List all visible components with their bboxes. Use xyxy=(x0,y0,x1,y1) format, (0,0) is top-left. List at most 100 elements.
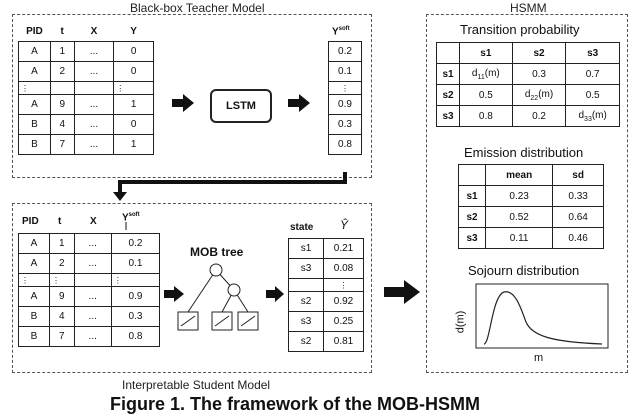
sojourn-plot xyxy=(475,283,609,349)
teacher-header-y: Y xyxy=(130,26,137,37)
cell xyxy=(458,164,486,186)
cell xyxy=(73,273,112,287)
table-row: s3 0.8 0.2 d33(m) xyxy=(436,105,620,127)
cell xyxy=(288,278,324,292)
cell: 9 xyxy=(48,286,75,307)
cell: ... xyxy=(73,41,115,62)
figure-caption: Figure 1. The framework of the MOB-HSMM xyxy=(110,394,481,414)
right-arrow-icon xyxy=(172,94,194,112)
cell: ... xyxy=(73,61,115,82)
cell: s1 xyxy=(458,185,486,207)
cell: ... xyxy=(73,326,112,347)
cell: ⋮ xyxy=(113,81,154,95)
cell: 0.1 xyxy=(110,253,161,274)
table-row: s1 d11(m) 0.3 0.7 xyxy=(436,63,620,85)
cell: s2 xyxy=(288,291,324,312)
right-arrow-icon xyxy=(384,280,420,304)
cell: 0.64 xyxy=(552,206,604,228)
cell: 0.46 xyxy=(552,227,604,249)
cell: s3 xyxy=(458,227,486,249)
table-row: s3 0.11 0.46 xyxy=(458,227,604,249)
student-model-title: Interpretable Student Model xyxy=(122,378,271,392)
teacher-model-title: Black-box Teacher Model xyxy=(130,1,265,15)
cell: 0 xyxy=(113,41,154,62)
table-row: B 4 ... 0 xyxy=(18,114,154,135)
cell: 0.25 xyxy=(323,311,364,332)
cell: A xyxy=(18,253,50,274)
cell: 0.5 xyxy=(565,84,620,106)
table-row: s1 0.23 0.33 xyxy=(458,185,604,207)
cell: d33(m) xyxy=(565,105,620,127)
cell: A xyxy=(18,94,51,115)
cell: 0.3 xyxy=(110,306,161,327)
cell: s2 xyxy=(511,42,567,64)
cell: ⋮ xyxy=(110,273,161,287)
teacher-ysoft-header: Ysoft xyxy=(332,26,350,37)
cell: 0.9 xyxy=(328,94,362,115)
cell: 0 xyxy=(113,61,154,82)
down-arrow-icon xyxy=(125,222,127,230)
student-model-box xyxy=(12,203,372,373)
cell: 1 xyxy=(48,233,75,254)
teacher-data-table: PID t X Y A 1 ... 0 A 2 ... 0 ⋮ ⋮ A 9 ..… xyxy=(18,22,154,155)
cell: s1 xyxy=(436,63,460,85)
cell: 1 xyxy=(113,94,154,115)
cell: 0.1 xyxy=(328,61,362,82)
table-row: B 7 ... 0.8 xyxy=(18,326,161,347)
cell: 0.8 xyxy=(328,134,362,155)
cell: 4 xyxy=(49,114,75,135)
table-row: s3 0.25 xyxy=(288,311,364,332)
cell: 1 xyxy=(113,134,154,155)
lstm-box: LSTM xyxy=(210,89,272,123)
cell: ... xyxy=(73,114,115,135)
cell: ... xyxy=(73,94,115,115)
cell: mean xyxy=(484,164,554,186)
transition-table: s1 s2 s3 s1 d11(m) 0.3 0.7 s2 0.5 d22(m)… xyxy=(436,42,620,127)
table-row: A 9 ... 0.9 xyxy=(18,286,161,307)
cell: A xyxy=(18,233,50,254)
student-output-table: s1 0.21 s3 0.08 ⋮ s2 0.92 s3 0.25 s2 0.8… xyxy=(288,238,364,352)
teacher-model-box xyxy=(12,14,372,178)
table-row: A 1 ... 0 xyxy=(18,41,154,62)
cell: ... xyxy=(73,306,112,327)
cell: 1 xyxy=(49,41,75,62)
ysoft-label: Y xyxy=(332,26,339,38)
cell xyxy=(73,81,115,95)
cell: 0.92 xyxy=(323,291,364,312)
table-row: A 1 ... 0.2 xyxy=(18,233,161,254)
cell: B xyxy=(18,114,51,135)
cell xyxy=(436,42,460,64)
cell: ⋮ xyxy=(18,81,51,95)
cell: ... xyxy=(73,286,112,307)
table-row: s2 0.52 0.64 xyxy=(458,206,604,228)
table-row: ⋮ xyxy=(288,278,364,292)
right-arrow-icon xyxy=(164,286,184,302)
table-row: s2 0.5 d22(m) 0.5 xyxy=(436,84,620,106)
cell: 0.8 xyxy=(110,326,161,347)
teacher-header-pid: PID xyxy=(26,26,43,37)
cell: 0.33 xyxy=(552,185,604,207)
table-row: B 7 ... 1 xyxy=(18,134,154,155)
cell: B xyxy=(18,306,50,327)
cell: 0.52 xyxy=(484,206,554,228)
right-arrow-icon xyxy=(288,94,310,112)
cell: 0.81 xyxy=(323,331,364,352)
cell: 0.11 xyxy=(484,227,554,249)
cell: ... xyxy=(73,233,112,254)
cell: 4 xyxy=(48,306,75,327)
sojourn-title: Sojourn distribution xyxy=(468,263,580,278)
cell: 7 xyxy=(48,326,75,347)
cell: 9 xyxy=(49,94,75,115)
cell: ... xyxy=(73,253,112,274)
teacher-header-x: X xyxy=(90,26,98,37)
table-row: ⋮ ⋮ xyxy=(18,81,154,95)
student-data-table: A 1 ... 0.2 A 2 ... 0.1 ⋮ ⋮ ⋮ A 9 ... 0.… xyxy=(18,233,161,347)
cell: 0 xyxy=(113,114,154,135)
cell: 2 xyxy=(48,253,75,274)
student-header-state: state xyxy=(290,222,314,233)
cell: ⋮ xyxy=(328,81,362,95)
cell: 0.2 xyxy=(511,105,567,127)
ysoft-label: Y xyxy=(122,212,129,224)
cell: 0.9 xyxy=(110,286,161,307)
emission-title: Emission distribution xyxy=(464,145,584,160)
